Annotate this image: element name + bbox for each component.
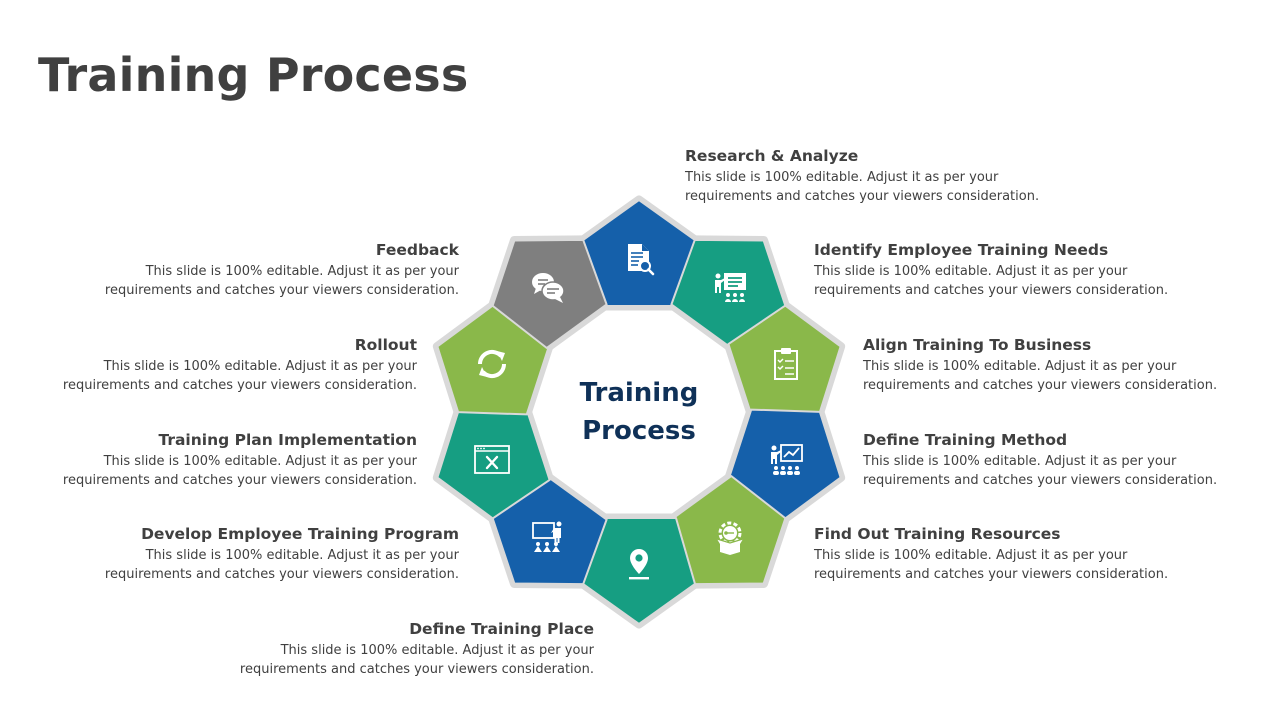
step-description: This slide is 100% editable. Adjust it a… (863, 359, 1218, 393)
step-title: Define Training Method (863, 431, 1068, 449)
step-align-business: Align Training To Business This slide is… (863, 335, 1280, 395)
resources-gear-box-icon (716, 521, 744, 555)
step-find-resources: Find Out Training Resources This slide i… (814, 524, 1234, 584)
step-title: Feedback (375, 241, 459, 259)
step-title: Align Training To Business (863, 336, 1092, 354)
step-description: This slide is 100% editable. Adjust it a… (814, 548, 1169, 582)
location-pin-icon (629, 549, 649, 580)
center-label: Training Process (559, 374, 719, 450)
step-identify-needs: Identify Employee Training Needs This sl… (814, 240, 1234, 300)
presentation-chart-icon (771, 444, 803, 475)
step-plan-implementation: Training Plan Implementation This slide … (0, 430, 417, 490)
step-feedback: Feedback This slide is 100% editable. Ad… (39, 240, 459, 300)
step-description: This slide is 100% editable. Adjust it a… (863, 454, 1218, 488)
chat-bubbles-icon (532, 273, 565, 303)
presenter-board-icon (715, 273, 746, 302)
step-description: This slide is 100% editable. Adjust it a… (104, 264, 459, 298)
center-label-line2: Process (582, 416, 696, 446)
step-rollout: Rollout This slide is 100% editable. Adj… (0, 335, 417, 395)
step-title: Define Training Place (409, 620, 594, 638)
step-description: This slide is 100% editable. Adjust it a… (104, 548, 459, 582)
step-title: Rollout (354, 336, 417, 354)
step-title: Develop Employee Training Program (141, 525, 459, 543)
clipboard-checklist-icon (774, 348, 798, 380)
refresh-arrows-icon (477, 349, 507, 379)
step-develop-program: Develop Employee Training Program This s… (39, 524, 459, 584)
step-title: Identify Employee Training Needs (814, 241, 1109, 259)
slide-title: Training Process (38, 48, 469, 102)
step-description: This slide is 100% editable. Adjust it a… (62, 454, 417, 488)
classroom-icon (532, 521, 562, 552)
step-title: Training Plan Implementation (158, 431, 417, 449)
tools-window-icon (474, 445, 510, 474)
step-define-place: Define Training Place This slide is 100%… (174, 619, 594, 679)
step-research-analyze: Research & Analyze This slide is 100% ed… (685, 146, 1105, 206)
center-label-line1: Training (579, 378, 699, 408)
step-title: Research & Analyze (685, 147, 859, 165)
document-search-icon (628, 244, 655, 276)
step-description: This slide is 100% editable. Adjust it a… (62, 359, 417, 393)
step-description: This slide is 100% editable. Adjust it a… (814, 264, 1169, 298)
step-description: This slide is 100% editable. Adjust it a… (685, 170, 1040, 204)
step-title: Find Out Training Resources (814, 525, 1061, 543)
step-description: This slide is 100% editable. Adjust it a… (239, 643, 594, 677)
step-define-method: Define Training Method This slide is 100… (863, 430, 1280, 490)
